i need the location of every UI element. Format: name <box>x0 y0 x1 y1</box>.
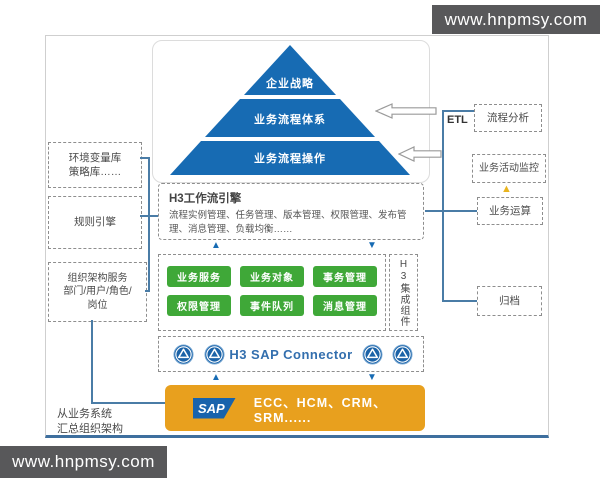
watermark-top: www.hnpmsy.com <box>432 5 600 34</box>
component-permission-mgmt: 权限管理 <box>167 295 231 316</box>
right-bracket-top-stub <box>442 110 474 112</box>
archive-box: 归档 <box>477 286 542 316</box>
pyramid-bottom-slice <box>170 141 410 175</box>
up-arrow-icon: ▲ <box>211 240 221 251</box>
connector-label: H3 SAP Connector <box>229 346 353 362</box>
strategy-pyramid: 企业战略 业务流程体系 业务流程操作 <box>170 45 410 175</box>
left-bracket-top-stub <box>140 157 150 159</box>
engine-capabilities: 流程实例管理、任务管理、版本管理、权限管理、发布管理、消息管理、负载均衡…… <box>169 210 407 236</box>
arrow-into-process-system-icon <box>375 103 437 119</box>
pyramid-level-strategy: 企业战略 <box>266 78 314 90</box>
connector-badge-icon <box>204 344 225 365</box>
component-event-queue: 事件队列 <box>240 295 304 316</box>
connector-badge-icon <box>362 344 383 365</box>
sap-systems-bar: SAP ECC、HCM、CRM、SRM...... <box>165 385 425 431</box>
sap-logo: SAP <box>193 397 236 419</box>
left-bracket-vertical-line <box>148 157 150 292</box>
h3-integration-label: H3集成组件 <box>398 258 409 327</box>
component-business-object: 业务对象 <box>240 266 304 287</box>
arrow-into-process-operation-icon <box>398 146 442 162</box>
connector-badge-icon <box>392 344 413 365</box>
right-bracket-bottom-stub <box>442 300 477 302</box>
org-to-sap-horizontal-line <box>91 402 165 404</box>
engine-title: H3工作流引擎 <box>169 193 242 205</box>
integration-components-box: 业务服务 业务对象 事务管理 权限管理 事件队列 消息管理 <box>158 254 386 331</box>
env-variable-policy-box: 环境变量库 策略库…… <box>48 142 142 188</box>
process-analysis-box: 流程分析 <box>474 104 542 132</box>
component-message-mgmt: 消息管理 <box>313 295 377 316</box>
left-bracket-bottom-stub <box>145 290 150 292</box>
component-business-service: 业务服务 <box>167 266 231 287</box>
left-bracket-middle-stub <box>140 215 158 217</box>
down-arrow-icon: ▼ <box>367 372 377 383</box>
right-bracket-middle-stub <box>425 210 477 212</box>
pyramid-level-process-operation: 业务流程操作 <box>254 153 326 165</box>
org-to-sap-vertical-line <box>91 320 93 404</box>
etl-label: ETL <box>447 114 468 126</box>
rule-engine-box: 规则引擎 <box>48 196 142 249</box>
sap-systems-list: ECC、HCM、CRM、SRM...... <box>253 395 387 425</box>
aggregate-org-note: 从业务系统 汇总组织架构 <box>57 408 123 436</box>
business-activity-monitor-box: 业务活动监控 <box>472 154 546 183</box>
component-transaction-mgmt: 事务管理 <box>313 266 377 287</box>
business-operations-box: 业务运算 <box>477 197 543 225</box>
pyramid-level-process-system: 业务流程体系 <box>254 114 326 126</box>
connector-badge-icon <box>173 344 194 365</box>
up-arrow-icon: ▲ <box>211 372 221 383</box>
h3-workflow-engine-box: H3工作流引擎 流程实例管理、任务管理、版本管理、权限管理、发布管理、消息管理、… <box>158 183 424 240</box>
h3-integration-label-box: H3集成组件 <box>389 254 418 331</box>
org-structure-service-box: 组织架构服务 部门/用户/角色/ 岗位 <box>48 262 147 322</box>
h3-sap-connector-box: H3 SAP Connector <box>158 336 424 372</box>
down-arrow-icon: ▼ <box>367 240 377 251</box>
right-bracket-vertical-line <box>442 110 444 302</box>
watermark-bottom: www.hnpmsy.com <box>0 446 167 478</box>
yellow-up-arrow-icon: ▲ <box>501 183 512 195</box>
